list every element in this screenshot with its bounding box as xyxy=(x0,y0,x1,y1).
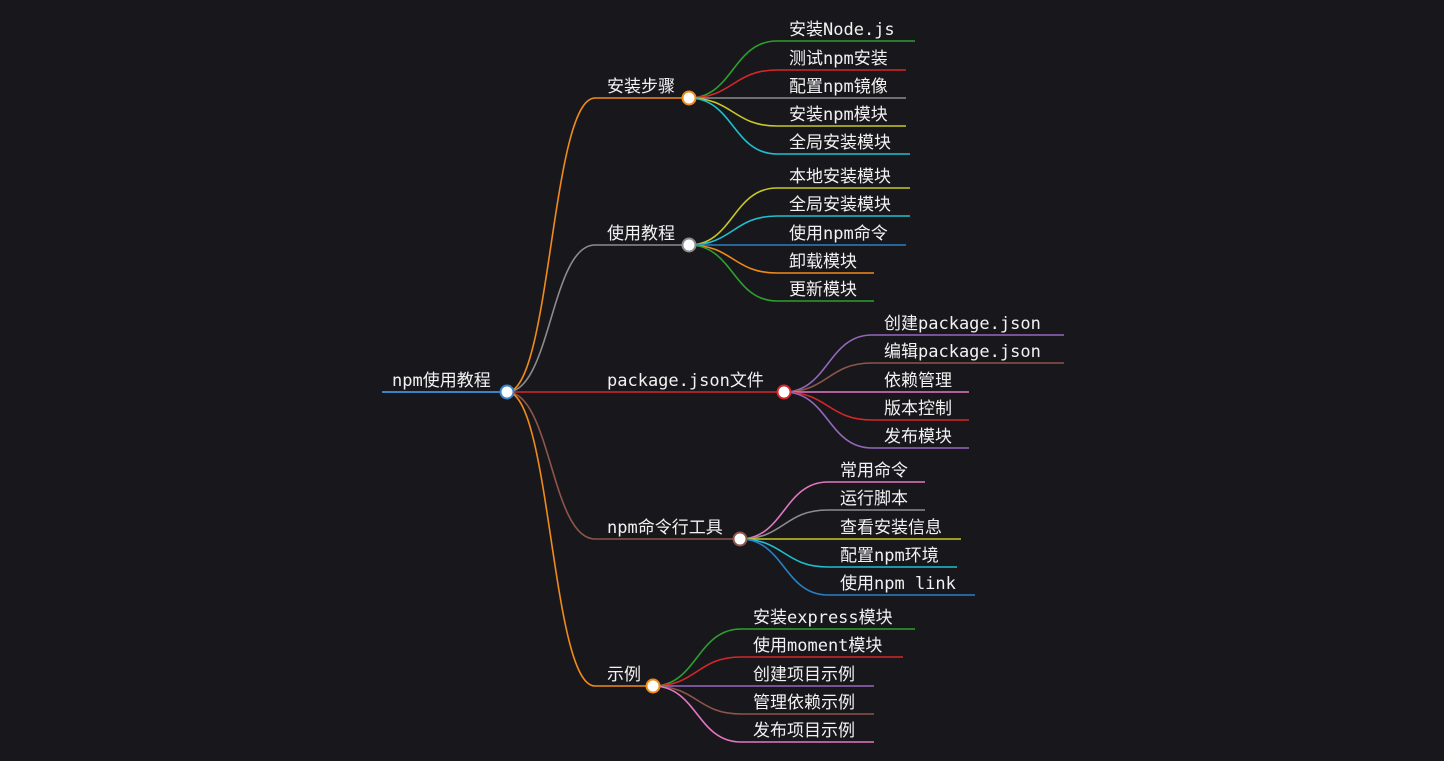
leaf-label[interactable]: 依赖管理 xyxy=(884,371,952,391)
branch-label[interactable]: package.json文件 xyxy=(607,371,764,391)
leaf-connector xyxy=(688,187,778,246)
root-label[interactable]: npm使用教程 xyxy=(392,370,491,391)
leaf-label[interactable]: 查看安装信息 xyxy=(840,518,942,538)
leaf-connector xyxy=(783,334,873,393)
branch-label[interactable]: 使用教程 xyxy=(607,223,675,244)
leaf-connector xyxy=(688,97,778,155)
leaf-connector xyxy=(688,215,778,246)
branch-connector xyxy=(506,391,596,540)
leaf-connector xyxy=(688,244,778,302)
leaf-label[interactable]: 使用moment模块 xyxy=(753,635,882,656)
leaf-label[interactable]: 安装express模块 xyxy=(753,608,893,628)
leaf-label[interactable]: 全局安装模块 xyxy=(789,195,891,215)
leaf-connector xyxy=(783,391,873,421)
leaf-label[interactable]: 全局安装模块 xyxy=(789,133,891,153)
leaf-label[interactable]: 创建package.json xyxy=(884,314,1041,334)
branch-collapse-toggle[interactable] xyxy=(681,90,697,106)
leaf-connector xyxy=(652,685,742,743)
branch-label[interactable]: 示例 xyxy=(607,665,641,685)
leaf-label[interactable]: 创建项目示例 xyxy=(753,665,855,685)
leaf-label[interactable]: 配置npm环境 xyxy=(840,546,939,566)
leaf-label[interactable]: 常用命令 xyxy=(840,461,908,481)
leaf-connector xyxy=(688,244,778,274)
leaf-label[interactable]: 安装npm模块 xyxy=(789,105,888,125)
leaf-connector xyxy=(652,685,742,715)
branch-connector xyxy=(506,244,596,393)
leaf-label[interactable]: 更新模块 xyxy=(789,280,857,300)
branch-collapse-toggle[interactable] xyxy=(681,237,697,253)
leaf-label[interactable]: 配置npm镜像 xyxy=(789,77,888,97)
leaf-connector xyxy=(688,97,778,127)
leaf-label[interactable]: 发布模块 xyxy=(884,427,952,447)
leaf-connector xyxy=(652,628,742,687)
leaf-label[interactable]: 版本控制 xyxy=(884,399,952,419)
root-collapse-toggle[interactable] xyxy=(499,384,515,400)
branch-collapse-toggle[interactable] xyxy=(645,678,661,694)
mindmap-nodes: npm使用教程 安装步骤 安装Node.js 测试npm安装配置npm镜像安装npm模… xyxy=(392,20,1041,741)
leaf-connector xyxy=(739,538,829,568)
leaf-label[interactable]: 运行脚本 xyxy=(840,489,908,509)
leaf-connector xyxy=(652,656,742,687)
leaf-connector xyxy=(688,40,778,99)
branch-label[interactable]: 安装步骤 xyxy=(607,77,675,97)
leaf-label[interactable]: 编辑package.json xyxy=(884,342,1041,362)
leaf-connector xyxy=(783,362,873,393)
mindmap-edges xyxy=(382,40,1064,743)
branch-collapse-toggle[interactable] xyxy=(732,531,748,547)
leaf-label[interactable]: 安装Node.js xyxy=(789,20,895,40)
leaf-connector xyxy=(783,391,873,449)
branch-label[interactable]: npm命令行工具 xyxy=(607,518,723,538)
leaf-label[interactable]: 管理依赖示例 xyxy=(753,693,855,713)
leaf-label[interactable]: 使用npm link xyxy=(840,573,956,594)
branch-collapse-toggle[interactable] xyxy=(776,384,792,400)
leaf-connector xyxy=(739,509,829,540)
leaf-label[interactable]: 发布项目示例 xyxy=(753,721,855,741)
leaf-connector xyxy=(739,538,829,596)
leaf-label[interactable]: 卸载模块 xyxy=(789,252,857,272)
leaf-connector xyxy=(688,69,778,99)
leaf-label[interactable]: 本地安装模块 xyxy=(789,167,891,187)
leaf-connector xyxy=(739,481,829,540)
branch-connector xyxy=(506,391,596,687)
branch-connector xyxy=(506,97,596,393)
leaf-label[interactable]: 测试npm安装 xyxy=(789,49,888,69)
leaf-label[interactable]: 使用npm命令 xyxy=(789,223,888,244)
